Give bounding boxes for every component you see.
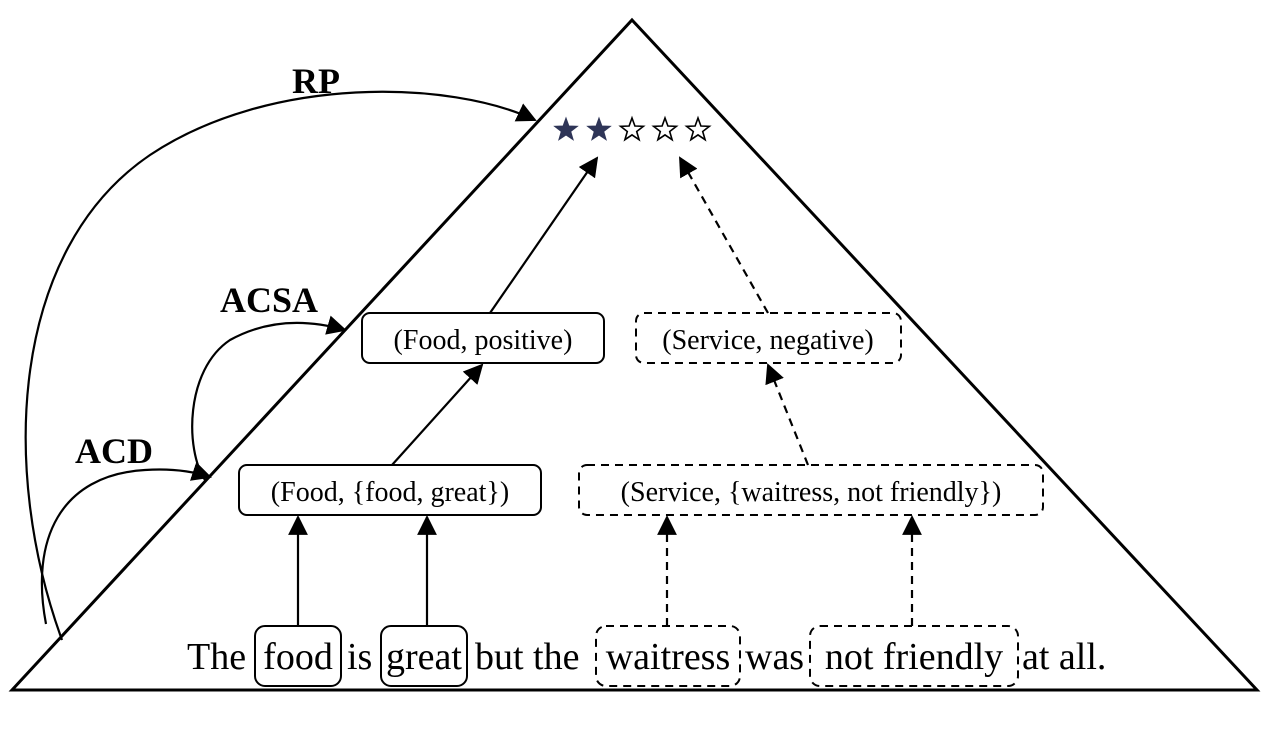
word-box-great [380,625,468,687]
word-great: great [386,636,462,678]
acsa-label: ACSA [220,280,318,320]
arrow-triple-to-pair-positive [391,363,484,466]
triple-positive-text: (Food, {food, great}) [271,477,509,508]
star-icon-filled [586,116,612,141]
word-not-friendly: not friendly [825,636,1003,678]
acd-label: ACD [75,431,153,471]
star-icon-empty [684,115,712,142]
arrow-pair-to-rating-positive [489,156,599,314]
word-is: is [347,636,372,678]
acd-arc [40,461,212,625]
word-the: The [187,636,246,678]
rp-arc [24,90,537,641]
word-box-not-friendly [809,625,1019,687]
star-icon-filled [553,116,579,141]
word-food: food [263,636,333,678]
acsa-arc [191,315,347,481]
rp-label: RP [292,61,340,101]
word-box-waitress [595,625,741,687]
pair-positive-text: (Food, positive) [394,325,573,356]
arrow-triple-to-pair-negative [765,363,810,466]
review-sentence: The food is great but the waitress was n… [187,636,1106,678]
pair-positive-box [361,312,605,364]
word-but-the: but the [475,636,579,678]
pair-negative-text: (Service, negative) [662,325,873,356]
arrow-pair-to-rating-negative [679,156,769,314]
star-icon-empty [651,115,679,142]
word-was: was [745,636,804,678]
star-icon-empty [618,115,646,142]
triple-negative-box [578,464,1044,516]
triple-positive-box [238,464,542,516]
word-waitress: waitress [606,636,731,678]
word-at-all: at all. [1022,636,1106,678]
word-box-food [254,625,342,687]
triple-negative-text: (Service, {waitress, not friendly}) [621,477,1002,508]
star-rating [553,115,712,142]
pyramid-triangle [8,17,1261,692]
